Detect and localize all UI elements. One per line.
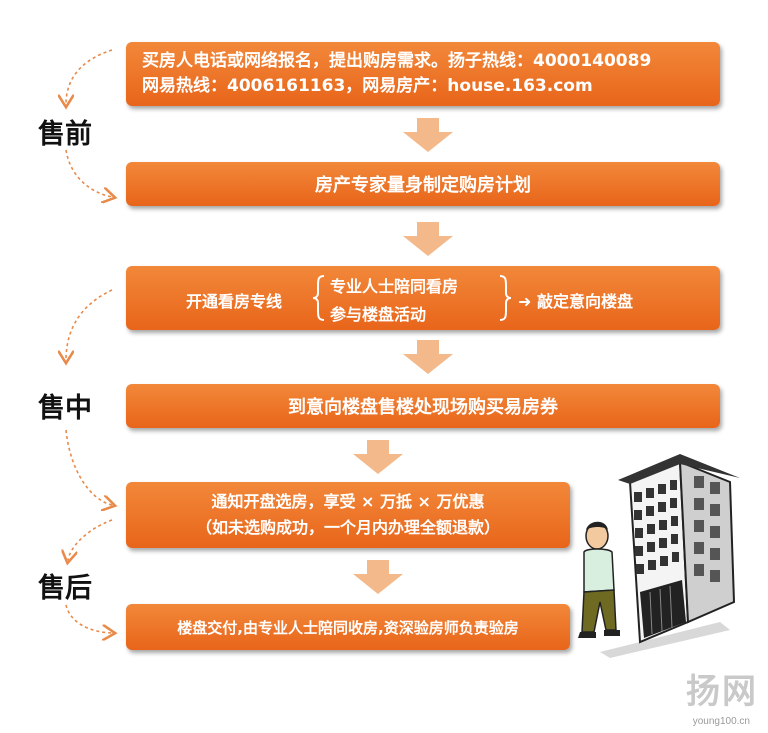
- step-2-text: 房产专家量身制定购房计划: [315, 175, 531, 196]
- down-arrow-icon: [353, 440, 403, 474]
- curve-post-top: [68, 519, 113, 560]
- step-2-box: 房产专家量身制定购房计划: [126, 162, 720, 206]
- stage-label-post: 售后: [38, 573, 92, 604]
- step-1-line-1: 买房人电话或网络报名，提出购房需求。扬子热线：4000140089: [142, 51, 652, 71]
- left-brace-icon: [312, 275, 325, 321]
- stage-label-mid: 售中: [38, 393, 92, 424]
- curve-mid-top: [66, 289, 113, 360]
- step-3-option-1: 专业人士陪同看房: [330, 277, 459, 296]
- step-3-box: 开通看房专线 专业人士陪同看房 参与楼盘活动 ➜ 敲定意向楼盘: [126, 266, 720, 330]
- step-3-prefix: 开通看房专线: [186, 292, 283, 311]
- down-arrow-icon: [403, 222, 453, 256]
- watermark-logo: 扬网: [686, 672, 758, 712]
- step-4-box: 到意向楼盘售楼处现场购买易房券: [126, 384, 720, 428]
- step-5-box: 通知开盘选房，享受 × 万抵 × 万优惠 （如未选购成功，一个月内办理全额退款）: [126, 482, 570, 548]
- down-arrow-icon: [403, 340, 453, 374]
- step-3-option-2: 参与楼盘活动: [330, 305, 427, 324]
- building-illustration: [578, 454, 740, 658]
- watermark-url: young100.cn: [692, 716, 750, 727]
- step-6-text: 楼盘交付,由专业人士陪同收房,资深验房师负责验房: [177, 618, 519, 637]
- step-1-line-2: 网易热线：4006161163，网易房产：house.163.com: [142, 76, 593, 96]
- stage-label-pre: 售前: [38, 119, 92, 150]
- step-6-box: 楼盘交付,由专业人士陪同收房,资深验房师负责验房: [126, 604, 570, 650]
- down-arrow-icon: [353, 560, 403, 594]
- down-arrow-icon: [403, 118, 453, 152]
- right-brace-icon: [499, 275, 512, 321]
- step-4-text: 到意向楼盘售楼处现场购买易房券: [288, 397, 558, 418]
- step-5-line-2: （如未选购成功，一个月内办理全额退款）: [195, 518, 500, 537]
- step-5-line-1: 通知开盘选房，享受 × 万抵 × 万优惠: [211, 492, 485, 511]
- step-3-suffix: ➜ 敲定意向楼盘: [518, 292, 633, 311]
- curve-mid-bottom: [65, 429, 112, 505]
- curve-pre-top: [66, 49, 113, 104]
- curve-pre-bottom: [65, 149, 112, 197]
- curve-post-bottom: [65, 604, 112, 633]
- step-1-box: 买房人电话或网络报名，提出购房需求。扬子热线：4000140089 网易热线：4…: [126, 42, 720, 106]
